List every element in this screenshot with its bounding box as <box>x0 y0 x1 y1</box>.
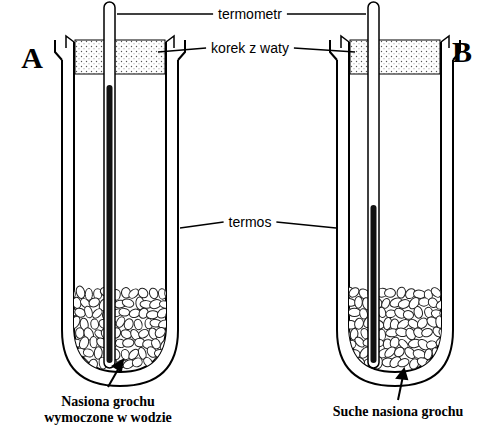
pea-seed <box>435 299 448 311</box>
pea-seed <box>436 358 448 372</box>
pea-seed <box>439 308 453 318</box>
thermometer-a <box>104 2 115 368</box>
part-name: termometr <box>218 6 282 22</box>
pea-seed <box>431 325 445 339</box>
pea-seed <box>148 287 159 300</box>
pea-seed <box>443 318 456 332</box>
pea-seed <box>133 318 143 330</box>
pea-seed <box>123 318 135 331</box>
pea-seed <box>154 349 166 358</box>
pea-seed <box>121 298 134 309</box>
flask-letter: B <box>452 35 472 70</box>
pea-seed <box>164 348 178 359</box>
pea-seed <box>340 348 351 356</box>
pea-seed <box>76 328 85 339</box>
pea-seed <box>438 347 451 359</box>
pea-seed <box>88 358 99 370</box>
pea-seed <box>66 347 75 359</box>
pea-seed <box>384 288 395 297</box>
pea-seed <box>435 316 443 329</box>
part-name: korek z waty <box>211 40 289 56</box>
thermos-b <box>330 36 460 386</box>
pea-seed <box>165 328 179 339</box>
pea-seed <box>416 356 431 369</box>
seeds-b <box>339 285 457 371</box>
thermometer-b <box>368 2 379 368</box>
pea-seed <box>122 338 134 348</box>
pea-seed <box>443 337 458 348</box>
pea-seed <box>85 288 92 300</box>
pea-seed <box>163 285 175 299</box>
pea-seed <box>66 328 75 341</box>
pea-seed <box>156 306 170 320</box>
pea-seed <box>396 286 406 298</box>
pea-seed <box>166 297 181 310</box>
leader-line <box>117 13 213 14</box>
pea-seed <box>444 357 458 371</box>
pea-seed <box>348 308 361 317</box>
pea-seed <box>413 306 424 319</box>
pea-seed <box>421 327 434 338</box>
pea-seed <box>164 307 179 321</box>
caption-text: Suche nasiona grochu <box>333 404 463 420</box>
pea-seed <box>153 356 162 367</box>
flask-letter: A <box>21 41 43 76</box>
leader-line <box>287 13 366 14</box>
leader-line <box>180 222 224 228</box>
leader-line <box>276 222 336 228</box>
pea-seed <box>424 358 438 371</box>
pea-seed <box>441 295 456 309</box>
pea-seed <box>430 346 442 361</box>
pea-seed <box>435 336 448 349</box>
thermos-a <box>55 36 185 386</box>
pea-seed <box>354 296 362 308</box>
pea-seed <box>419 298 430 307</box>
pea-seed <box>119 308 130 316</box>
pea-seed <box>441 287 449 298</box>
pea-seed <box>397 357 411 368</box>
seeds-a <box>65 285 181 372</box>
pea-seed <box>160 357 173 368</box>
pea-seed <box>168 319 179 328</box>
pea-seed <box>142 356 154 368</box>
pea-seed <box>70 357 84 372</box>
pea-seed <box>83 305 93 318</box>
part-name: termos <box>229 214 272 230</box>
pea-seed <box>159 300 171 310</box>
pea-seed <box>168 355 182 369</box>
pea-seed <box>78 358 90 372</box>
pea-seed <box>131 356 144 368</box>
pea-seed <box>82 348 94 358</box>
pea-seed <box>345 359 358 371</box>
caption-text: Nasiona grochu wymoczone w wodzie <box>33 394 183 426</box>
pea-seed <box>169 336 181 349</box>
leader-line <box>158 48 206 52</box>
leader-line <box>294 48 355 52</box>
pea-seed <box>91 307 104 320</box>
pea-seed <box>90 319 99 330</box>
pea-seed <box>403 310 415 321</box>
